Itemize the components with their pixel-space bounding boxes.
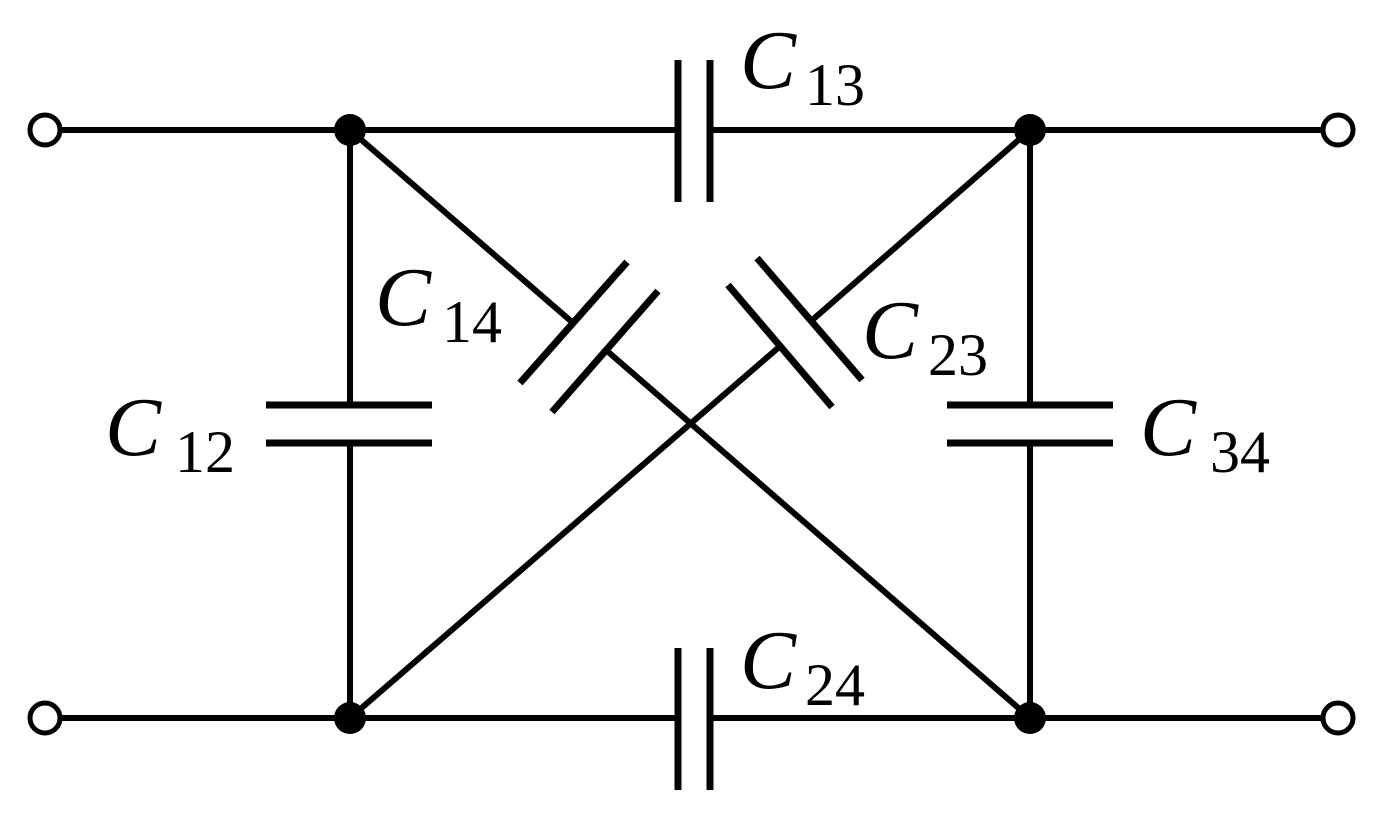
- terminal-right-bottom: [1320, 700, 1356, 736]
- wire-c23-lower: [348, 345, 780, 721]
- label-c23-subscript: 23: [928, 322, 988, 388]
- label-c14-subscript: 14: [442, 289, 502, 355]
- wire-c23-upper: [808, 127, 1032, 325]
- c14-plate-lower: [549, 288, 661, 415]
- node-top-right: [1014, 114, 1046, 146]
- label-c12: C 12: [105, 381, 235, 485]
- label-c13: C 13: [740, 14, 865, 118]
- label-c23: C 23: [862, 284, 988, 388]
- node-top-left: [334, 114, 366, 146]
- wire-c14-lower: [604, 347, 1032, 721]
- label-c34: C 34: [1140, 381, 1270, 485]
- label-c24: C 24: [740, 614, 865, 718]
- label-c34-letter: C: [1140, 381, 1197, 474]
- label-c24-letter: C: [740, 614, 797, 707]
- c14-plate-upper: [517, 259, 630, 386]
- label-c14: C 14: [375, 251, 502, 355]
- label-c13-letter: C: [740, 14, 797, 107]
- terminal-left-top: [27, 112, 63, 148]
- label-c23-letter: C: [862, 284, 919, 377]
- node-bottom-right: [1014, 702, 1046, 734]
- label-c24-subscript: 24: [805, 652, 865, 718]
- label-c13-subscript: 13: [805, 52, 865, 118]
- label-c12-letter: C: [105, 381, 162, 474]
- c23-plate-upper: [754, 255, 865, 383]
- label-c14-letter: C: [375, 251, 432, 344]
- label-c12-subscript: 12: [175, 419, 235, 485]
- label-c34-subscript: 34: [1210, 419, 1270, 485]
- node-bottom-left: [334, 702, 366, 734]
- wire-c14-upper: [348, 127, 574, 325]
- c23-plate-lower: [725, 282, 835, 410]
- terminal-right-top: [1320, 112, 1356, 148]
- terminal-left-bottom: [27, 700, 63, 736]
